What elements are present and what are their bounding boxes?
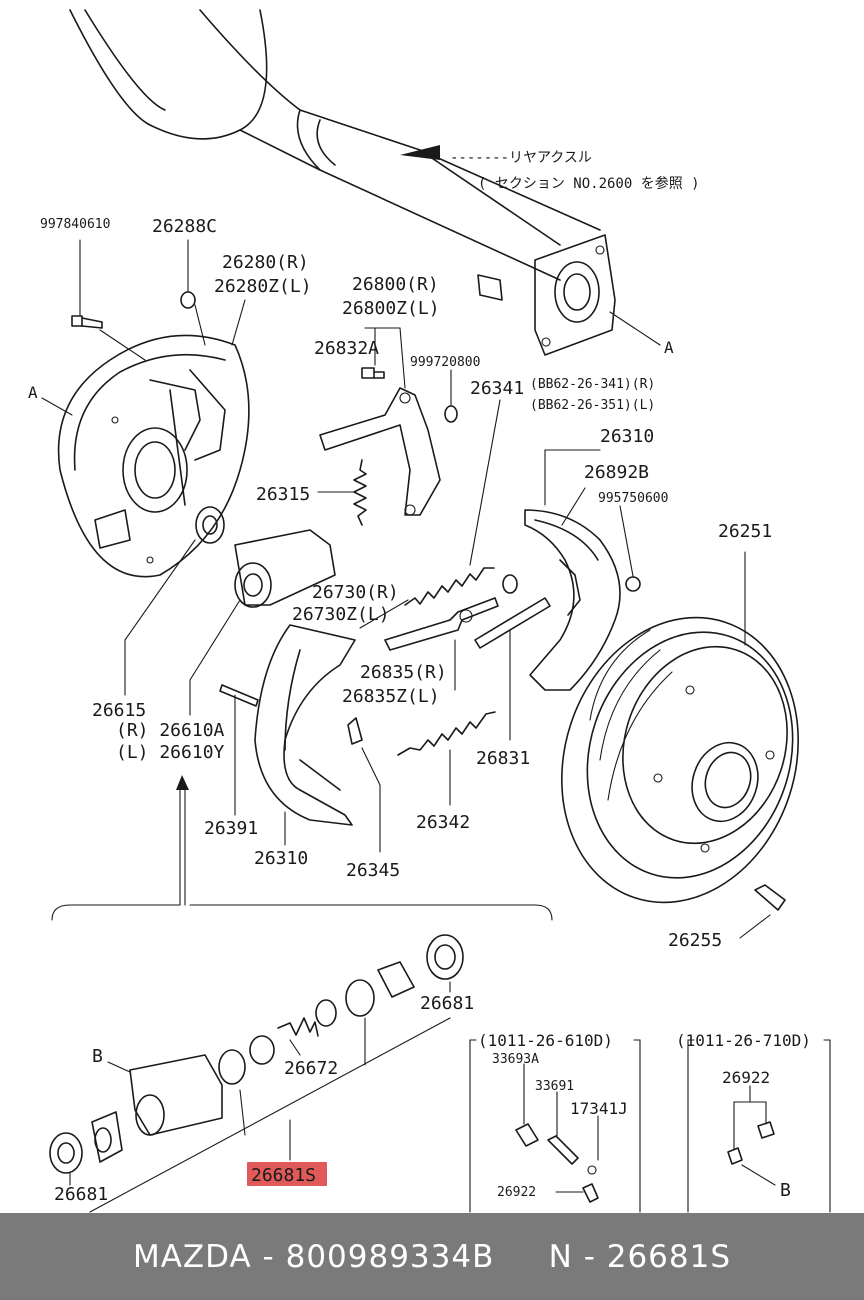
label-kit2-ref: (1011-26-710D) [676, 1031, 811, 1050]
label-26681-top: 26681 [420, 993, 474, 1014]
rear-axle-housing [69, 9, 601, 281]
label-26288C: 26288C [152, 216, 217, 237]
brake-drum-26251 [561, 551, 799, 904]
label-26345: 26345 [346, 860, 400, 881]
footer-brand: MAZDA [132, 1238, 252, 1275]
label-26280R: 26280(R) [222, 252, 309, 273]
label-26681-bottom: 26681 [54, 1184, 108, 1205]
footer-separator: - [251, 1238, 286, 1275]
strut-26831 [474, 597, 551, 741]
wheel-cylinder-exploded [49, 934, 464, 1213]
label-26341-ref-r: (BB62-26-341)(R) [530, 377, 655, 392]
label-kit1-ref: (1011-26-610D) [478, 1031, 613, 1050]
brake-shoe-26310-left [254, 624, 356, 846]
footer-reference: N - 26681S [548, 1238, 732, 1275]
label-B-kit: B [780, 1180, 791, 1201]
footer-gap [494, 1239, 548, 1275]
footer-part-number: 800989334B [285, 1238, 495, 1275]
label-33691: 33691 [535, 1079, 574, 1094]
highlighted-part-26681S[interactable]: 26681S [247, 1162, 327, 1186]
parts-diagram: -------リヤアクスル ( セクション NO.2600 を参照 ) A A … [28, 9, 831, 1213]
label-26800R: 26800(R) [352, 274, 439, 295]
label-26391: 26391 [204, 818, 258, 839]
spring-26341 [404, 567, 495, 606]
label-26341-ref-l: (BB62-26-351)(L) [530, 398, 655, 413]
label-26251: 26251 [718, 521, 772, 542]
label-26255: 26255 [668, 930, 722, 951]
label-997840610: 997840610 [40, 217, 110, 232]
axle-flange [477, 234, 661, 356]
highlight-box [247, 1162, 327, 1186]
label-26610Y: (L) 26610Y [116, 742, 225, 763]
backing-plate [57, 334, 250, 578]
spring-26342 [397, 711, 496, 806]
label-26610A: (R) 26610A [116, 720, 225, 741]
label-26800ZL: 26800Z(L) [342, 298, 440, 319]
rear-axle-reference-line2: ( セクション NO.2600 を参照 ) [478, 175, 700, 192]
brake-assembly-drawing: -------リヤアクスル ( セクション NO.2600 を参照 ) A A … [28, 9, 831, 1213]
label-995750600: 995750600 [598, 491, 668, 506]
bleeder-kit-box-1 [469, 1039, 641, 1213]
clip-26345 [347, 717, 381, 853]
label-26831: 26831 [476, 748, 530, 769]
bolt-26255 [739, 884, 786, 939]
label-26681S: 26681S [251, 1165, 316, 1186]
washer [502, 574, 518, 594]
clip-999720800 [444, 369, 458, 423]
label-26280ZL: 26280Z(L) [214, 276, 312, 297]
label-26341: 26341 [470, 378, 524, 399]
bolt-26832A [361, 367, 385, 379]
exploded-view-arrow [51, 775, 553, 921]
clip-995750600 [619, 505, 641, 592]
label-33693A: 33693A [492, 1052, 539, 1067]
label-26835ZL: 26835Z(L) [342, 686, 440, 707]
label-26310-bottom: 26310 [254, 848, 308, 869]
label-26835R: 26835(R) [360, 662, 447, 683]
part-info-footer: MAZDA - 800989334B N - 26681S [0, 1213, 864, 1300]
bleeder-kit-box-2 [687, 1039, 831, 1213]
adjuster-26835 [384, 597, 499, 651]
label-999720800: 999720800 [410, 355, 480, 370]
label-26342: 26342 [416, 812, 470, 833]
label-26922-kit1: 26922 [497, 1185, 536, 1200]
pin-26391 [219, 684, 259, 816]
label-26672: 26672 [284, 1058, 338, 1079]
label-A-plate: A [28, 383, 38, 402]
label-A-axle: A [664, 338, 674, 357]
label-26730R: 26730(R) [312, 582, 399, 603]
spring-26315 [317, 459, 367, 526]
label-26615: 26615 [92, 700, 146, 721]
label-26892B: 26892B [584, 462, 649, 483]
label-17341J: 17341J [570, 1099, 628, 1118]
label-26832A: 26832A [314, 338, 379, 359]
label-B-cylinder: B [92, 1046, 103, 1067]
rear-axle-reference-line1: -------リヤアクスル [450, 150, 592, 166]
bolt-997840610 [71, 239, 146, 361]
brake-shoe-26310-right [524, 509, 621, 691]
plug-26288C [180, 239, 206, 346]
label-26922-kit2: 26922 [722, 1068, 770, 1087]
wheel-cylinder-26610 [195, 506, 336, 608]
parking-lever-26800 [319, 327, 441, 516]
axle-reference-arrow [400, 145, 440, 160]
label-26315: 26315 [256, 484, 310, 505]
label-26310-top: 26310 [600, 426, 654, 447]
label-26730ZL: 26730Z(L) [292, 604, 390, 625]
